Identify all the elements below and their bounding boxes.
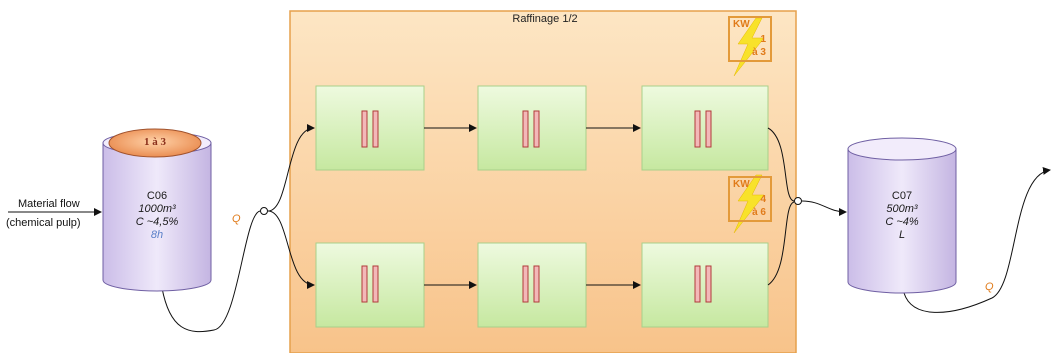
- kw-badge-bottom: KW 4 à 6: [728, 176, 772, 222]
- merge-from-bottom: [767, 201, 795, 286]
- kw-line2: à 3: [752, 47, 766, 58]
- kw-title: KW: [733, 19, 750, 30]
- input-label-line2: (chemical pulp): [6, 217, 81, 229]
- tank-c07-level: L: [898, 229, 906, 241]
- refiner-bottom-2[interactable]: [477, 242, 587, 328]
- flow-label-q2: Q: [985, 281, 994, 293]
- split-to-bottom: [267, 210, 315, 289]
- tank-c06-id: C06: [146, 190, 168, 202]
- kw-line1: 4: [760, 194, 766, 205]
- kw-line2: à 6: [752, 207, 766, 218]
- kw-title: KW: [733, 179, 750, 190]
- splitter-node: [260, 207, 268, 215]
- tank-c06-lid-label: 1 à 3: [144, 136, 166, 148]
- kw-line1: 1: [760, 34, 766, 45]
- process-area-title: Raffinage 1/2: [512, 13, 578, 25]
- input-label-line1: Material flow: [18, 198, 80, 210]
- tank-c06-consistency: C ~4,5%: [135, 216, 179, 228]
- refiner-top-2[interactable]: [477, 85, 587, 171]
- refiner-top-3[interactable]: [641, 85, 769, 171]
- tank-c07[interactable]: [847, 137, 957, 294]
- tank-c07-consistency: C ~4%: [885, 216, 919, 228]
- c06-outlet-pipe: [161, 210, 261, 333]
- refiner-bottom-3[interactable]: [641, 242, 769, 328]
- merge-from-top: [767, 127, 795, 202]
- c07-outlet-pipe: [903, 166, 1051, 313]
- flow-label-q1: Q: [232, 213, 241, 225]
- refiner-top-1[interactable]: [315, 85, 425, 171]
- kw-badge-top: KW 1 à 3: [728, 16, 772, 62]
- tank-c06-volume: 1000m³: [138, 203, 176, 215]
- split-to-top: [267, 124, 315, 212]
- tank-c06-time: 8h: [150, 229, 164, 241]
- merge-node: [794, 197, 802, 205]
- arrow-to-c07: [801, 200, 847, 216]
- tank-c07-id: C07: [891, 190, 913, 202]
- tank-c07-volume: 500m³: [886, 203, 918, 215]
- refiner-bottom-1[interactable]: [315, 242, 425, 328]
- lightning-icon-bottom: [733, 174, 765, 234]
- tank-c06-labels: C06 1000m³ C ~4,5% 8h: [113, 190, 201, 242]
- tank-c07-labels: C07 500m³ C ~4% L: [858, 190, 946, 242]
- tank-c06-lid: [108, 128, 202, 158]
